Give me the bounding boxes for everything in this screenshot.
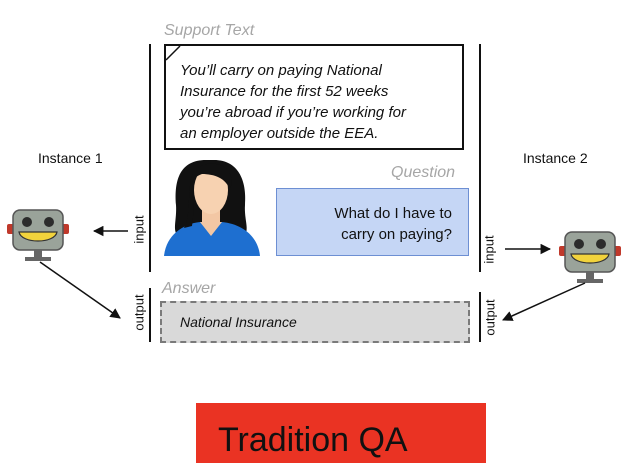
right-output-bracket bbox=[479, 292, 481, 342]
support-text-label: Support Text bbox=[164, 22, 255, 39]
robot-icon bbox=[7, 209, 69, 261]
right-input-label: input bbox=[481, 235, 497, 264]
instance-1-label: Instance 1 bbox=[38, 150, 103, 166]
answer-box: National Insurance bbox=[160, 301, 470, 343]
person-icon bbox=[164, 160, 260, 256]
answer-label: Answer bbox=[162, 280, 216, 297]
output-arrow-left bbox=[39, 261, 121, 319]
left-output-label: output bbox=[131, 294, 147, 331]
banner-title: Tradition QA bbox=[218, 421, 408, 459]
left-input-label: input bbox=[131, 215, 147, 244]
question-label: Question bbox=[391, 164, 456, 181]
left-output-bracket bbox=[149, 288, 151, 342]
left-input-bracket bbox=[149, 44, 151, 272]
folded-corner-icon bbox=[165, 45, 181, 61]
right-output-label: output bbox=[482, 299, 498, 336]
output-arrow-right bbox=[502, 282, 586, 321]
support-text-content: You’ll carry on paying National Insuranc… bbox=[180, 62, 406, 142]
title-banner: Tradition QA bbox=[196, 403, 486, 463]
question-box: What do I have to carry on paying? bbox=[276, 188, 469, 256]
question-text: What do I have to carry on paying? bbox=[334, 205, 452, 243]
robot-icon bbox=[559, 231, 621, 283]
support-text-box: You’ll carry on paying National Insuranc… bbox=[164, 44, 464, 150]
answer-text: National Insurance bbox=[180, 314, 297, 330]
instance-2-label: Instance 2 bbox=[523, 150, 588, 166]
right-input-bracket bbox=[479, 44, 481, 272]
